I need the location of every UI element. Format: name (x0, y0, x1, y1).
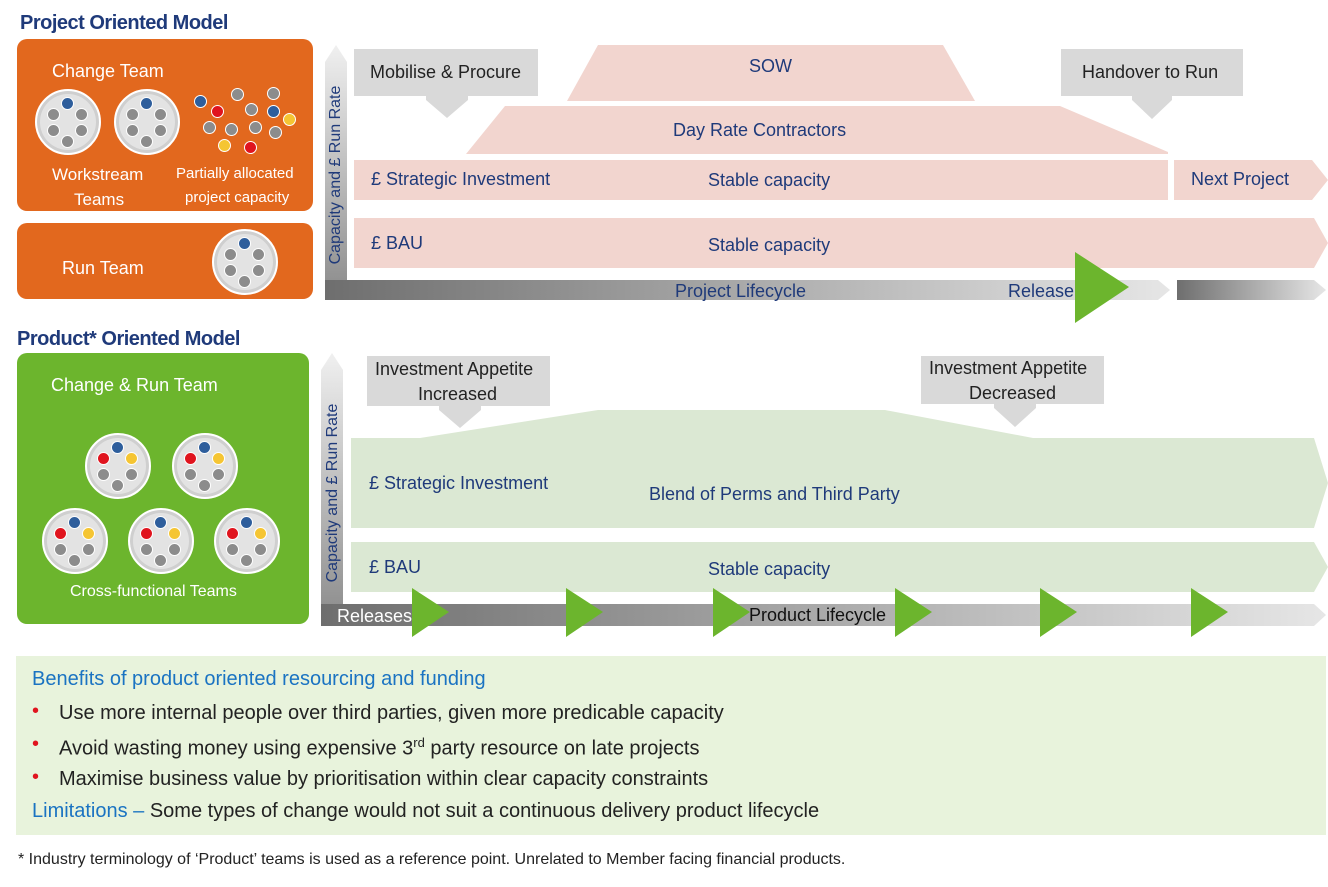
release-marker (713, 588, 750, 637)
release-label: Release (1008, 281, 1075, 301)
handover-label: Handover to Run (1082, 62, 1219, 82)
limitations-text: Some types of change would not suit a co… (144, 800, 820, 822)
project-lifecycle-diagram (325, 45, 1328, 323)
change-run-team-label: Change & Run Team (51, 375, 218, 395)
project-lifecycle-label: Project Lifecycle (675, 281, 807, 301)
release-marker (895, 588, 932, 637)
day-rate-label: Day Rate Contractors (673, 120, 847, 140)
scattered-people-icon (191, 83, 306, 159)
project-stable-label-1: Stable capacity (708, 170, 831, 190)
mobilise-callout (354, 49, 538, 118)
product-axis-label: Capacity and £ Run Rate (324, 403, 341, 583)
change-run-team-box: Change & Run Team Cross-functional Teams (17, 353, 309, 624)
cross-functional-team-icon (214, 508, 280, 574)
releases-label: Releases (337, 606, 413, 626)
bullet-icon: • (32, 733, 40, 755)
workstream-label-2: Teams (74, 190, 125, 209)
strategic-band (354, 160, 1168, 200)
appetite-down-callout (921, 356, 1104, 427)
bau-band (354, 218, 1328, 268)
change-team-label: Change Team (52, 61, 164, 81)
handover-callout (1061, 49, 1243, 119)
bullet-icon: • (32, 700, 40, 722)
benefits-panel: Benefits of product oriented resourcing … (16, 656, 1326, 835)
project-bau-label: £ BAU (371, 233, 424, 253)
limitations-line: Limitations – Some types of change would… (32, 800, 819, 823)
bullet-icon: • (32, 766, 40, 788)
workstream-label-1: Workstream (52, 165, 144, 184)
run-team-icon (212, 229, 278, 295)
release-marker (566, 588, 603, 637)
workstream-team-icon (114, 89, 180, 155)
next-project-label: Next Project (1191, 169, 1290, 189)
project-model-title: Project Oriented Model (20, 12, 228, 34)
appetite-up-label-2: Increased (418, 384, 498, 404)
project-axis-label: Capacity and £ Run Rate (327, 85, 344, 265)
product-lifecycle-diagram (321, 353, 1328, 637)
mobilise-label: Mobilise & Procure (370, 62, 522, 82)
change-team-box: Change Team Workstream Teams Partially a… (17, 39, 313, 211)
cross-functional-label: Cross-functional Teams (70, 583, 237, 600)
vertical-axis-arrow (325, 45, 347, 300)
product-strategic-band (351, 410, 1328, 528)
product-vertical-axis (321, 353, 343, 626)
product-bau-label: £ BAU (369, 557, 422, 577)
appetite-down-label-2: Decreased (969, 383, 1057, 403)
product-stable-label: Stable capacity (708, 559, 831, 579)
release-marker (412, 588, 449, 637)
appetite-up-callout (367, 356, 550, 428)
limitations-label: Limitations – (32, 800, 145, 822)
horizontal-axis-arrow-2 (1177, 280, 1326, 300)
release-marker (1040, 588, 1077, 637)
product-model-title: Product* Oriented Model (17, 328, 240, 350)
workstream-team-icon (35, 89, 101, 155)
blend-label: Blend of Perms and Third Party (649, 484, 900, 504)
sow-band (567, 45, 975, 101)
release-marker (1191, 588, 1228, 637)
product-lifecycle-label: Product Lifecycle (749, 605, 887, 625)
next-project-band (1174, 160, 1328, 200)
cross-functional-team-icon (85, 433, 151, 499)
product-strategic-label: £ Strategic Investment (369, 473, 549, 493)
product-bau-band (351, 542, 1328, 592)
sow-label: SOW (749, 56, 792, 76)
cross-functional-team-icon (172, 433, 238, 499)
day-rate-band (466, 106, 1168, 154)
release-marker (1075, 252, 1129, 323)
footnote: * Industry terminology of ‘Product’ team… (18, 851, 846, 868)
run-team-label: Run Team (62, 258, 144, 278)
appetite-up-label-1: Investment Appetite (375, 359, 534, 379)
run-team-box: Run Team (17, 223, 313, 299)
project-stable-label-2: Stable capacity (708, 235, 831, 255)
partial-label-1: Partially allocated (176, 165, 294, 182)
partial-label-2: project capacity (185, 189, 290, 206)
horizontal-axis-arrow (325, 280, 1170, 300)
cross-functional-team-icon (128, 508, 194, 574)
cross-functional-team-icon (42, 508, 108, 574)
benefits-heading: Benefits of product oriented resourcing … (32, 668, 486, 690)
appetite-down-label-1: Investment Appetite (929, 358, 1088, 378)
project-strategic-label: £ Strategic Investment (371, 169, 551, 189)
